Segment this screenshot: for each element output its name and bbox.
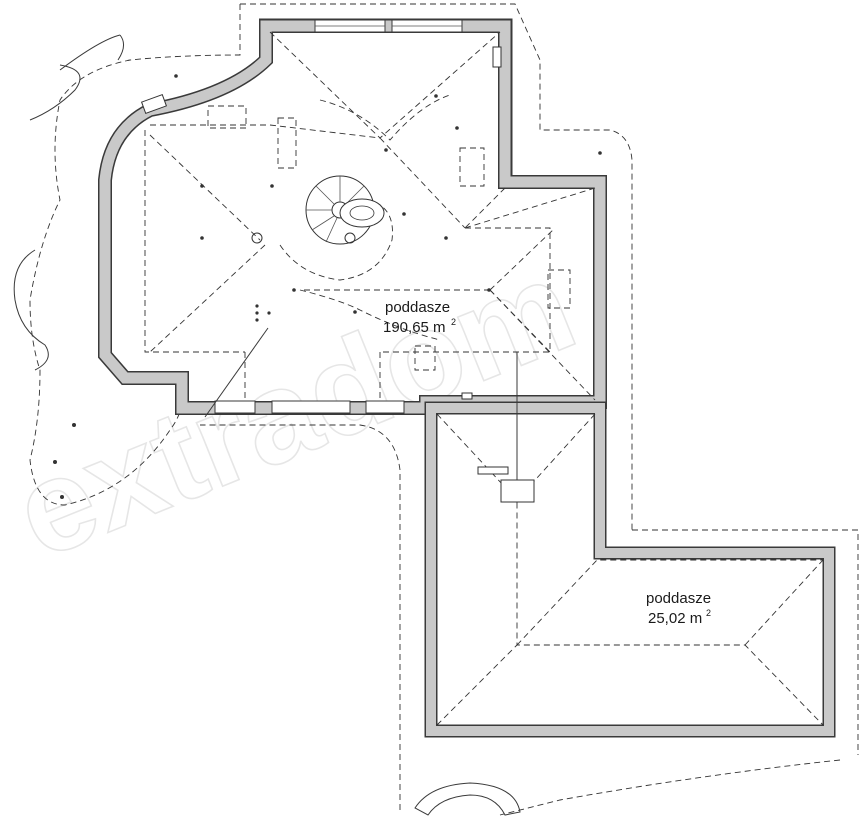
pillar-dots: [53, 74, 602, 499]
room-area-unit-exponent: 2: [706, 608, 711, 618]
roof-lines-annex: [436, 352, 824, 726]
room-label-main: poddasze 190,65 m 2: [383, 299, 456, 336]
room-area-unit-exponent: 2: [451, 317, 456, 327]
room-area: 25,02 m: [648, 610, 702, 627]
spiral-staircase: [251, 175, 385, 245]
roof-lines-main: [144, 31, 596, 401]
terrace-outline: [13, 3, 859, 816]
fixtures: [140, 46, 571, 503]
room-name: poddasze: [385, 299, 450, 316]
section-line: [204, 327, 269, 418]
room-area: 190,65 m: [383, 319, 446, 336]
room-name: poddasze: [646, 590, 711, 607]
room-label-annex: poddasze 25,02 m 2: [646, 590, 711, 627]
top-windows: [214, 19, 463, 414]
annex-walls: [424, 401, 836, 738]
